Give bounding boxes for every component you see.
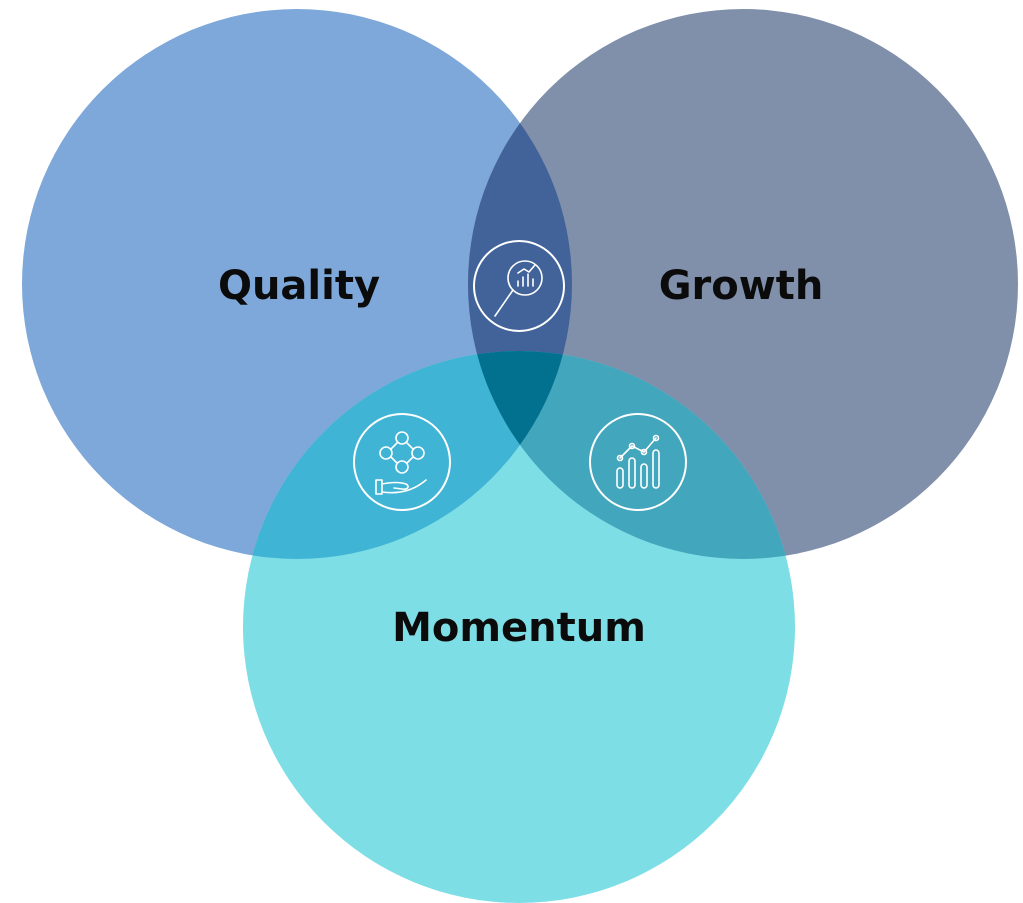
quality-momentum-overlap	[243, 351, 572, 559]
momentum-label: Momentum	[392, 605, 646, 651]
quality-label: Quality	[218, 263, 380, 309]
magnifier-chart-icon	[473, 240, 565, 332]
bar-chart-trend-icon	[589, 413, 687, 511]
growth-label: Growth	[659, 263, 824, 309]
people-network-hand-icon	[353, 413, 451, 511]
growth-momentum-overlap	[468, 351, 795, 559]
